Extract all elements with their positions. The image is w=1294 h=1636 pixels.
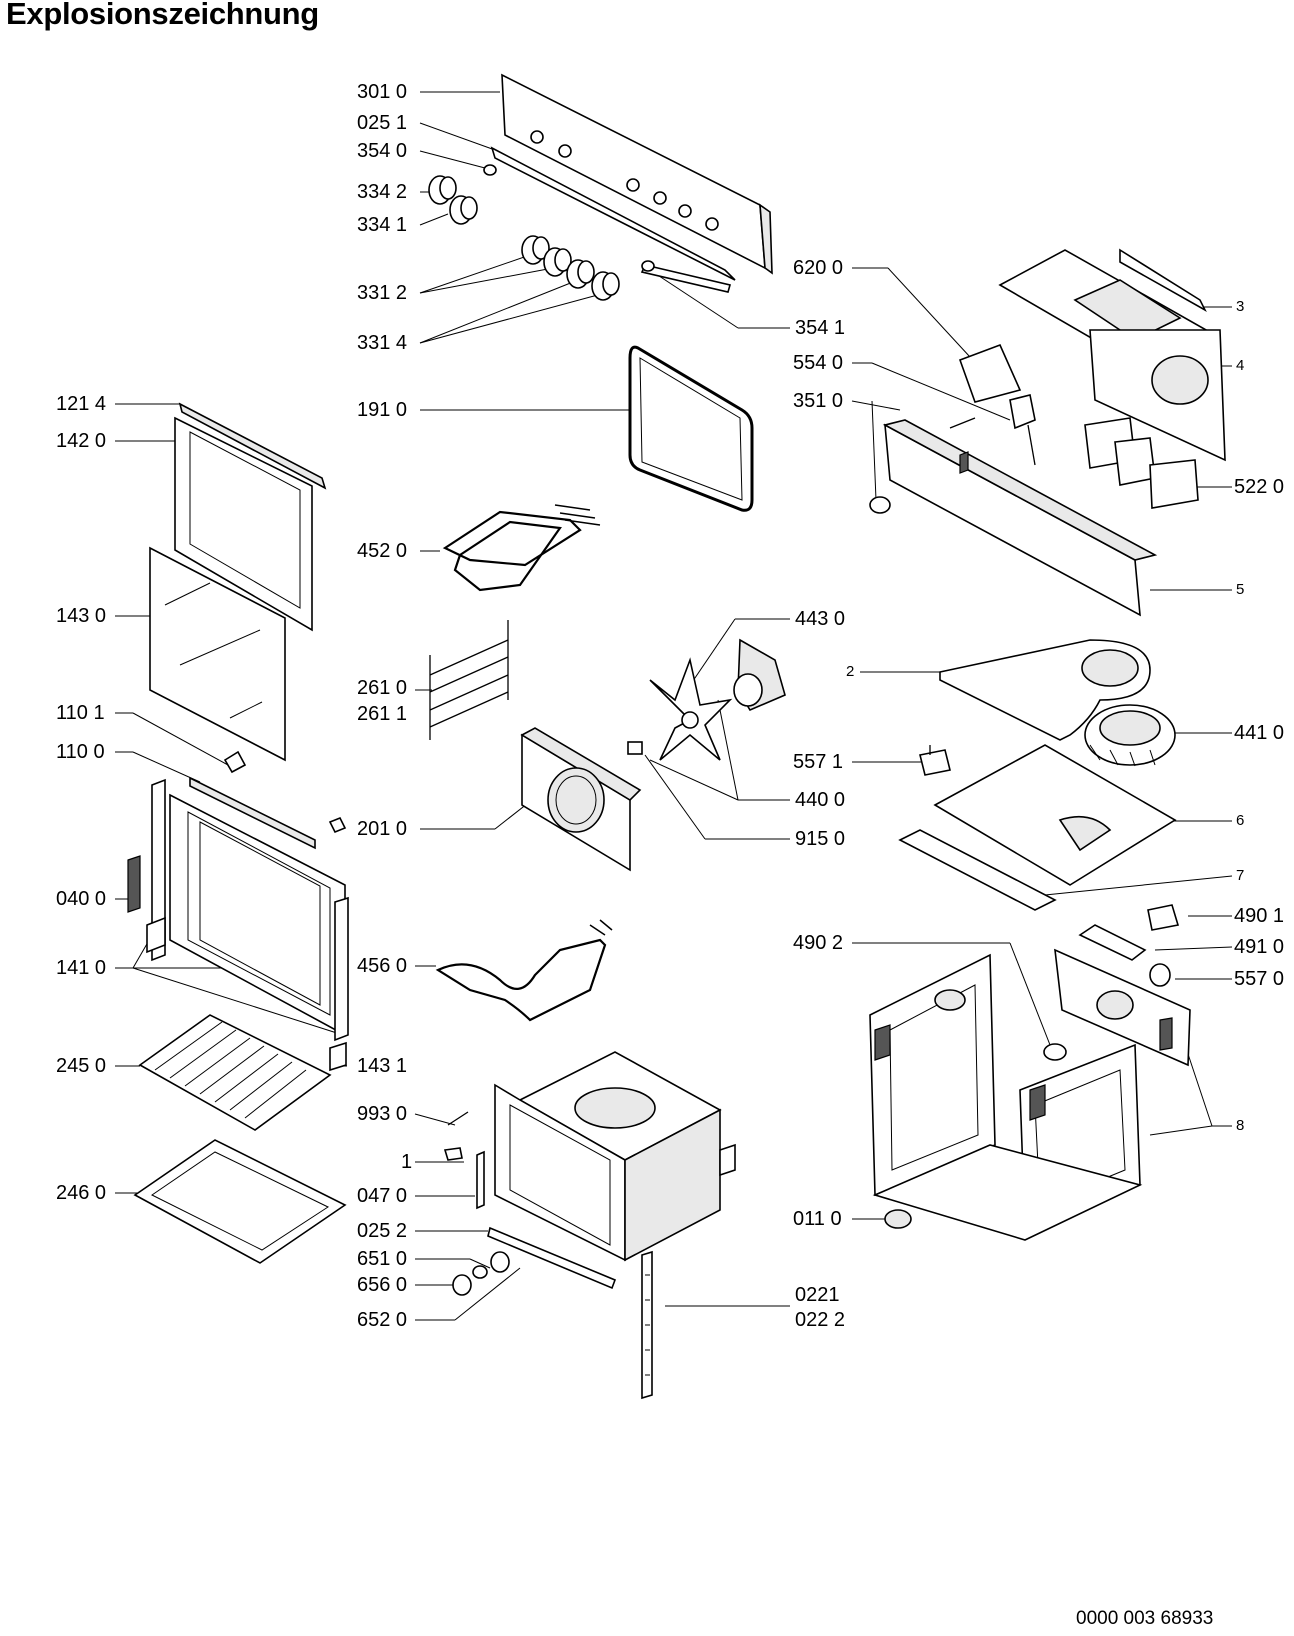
part-label-110-0: 110 0 bbox=[56, 741, 105, 763]
part-label-5: 5 bbox=[1236, 581, 1245, 598]
part-label-452-0: 452 0 bbox=[357, 540, 408, 562]
part-label-6: 6 bbox=[1236, 812, 1245, 829]
part-label-331-2: 331 2 bbox=[357, 282, 408, 304]
part-label-121-4: 121 4 bbox=[56, 393, 107, 415]
door-gasket-part bbox=[628, 345, 754, 512]
fascia-frame-part bbox=[869, 417, 1158, 617]
part-label-652-0: 652 0 bbox=[357, 1309, 408, 1331]
shelf-guides-part bbox=[429, 620, 509, 740]
part-label-2: 2 bbox=[846, 663, 855, 680]
part-label-554-0: 554 0 bbox=[793, 352, 844, 374]
part-label-443-0: 443 0 bbox=[795, 608, 846, 630]
part-label-557-1: 557 1 bbox=[793, 751, 844, 773]
part-label-440-0: 440 0 bbox=[795, 789, 846, 811]
part-label-261-0: 261 0 bbox=[357, 677, 408, 699]
part-label-354-1: 354 1 bbox=[795, 317, 846, 339]
base-plate-part bbox=[933, 744, 1177, 886]
part-label-201-0: 201 0 bbox=[357, 818, 408, 840]
part-label-191-0: 191 0 bbox=[357, 399, 408, 421]
fan-motor-part bbox=[627, 638, 786, 761]
part-label-620-0: 620 0 bbox=[793, 257, 844, 279]
hinge-parts bbox=[223, 750, 347, 834]
page-title: Explosionszeichnung bbox=[6, 0, 319, 31]
part-label-025-1: 025 1 bbox=[357, 112, 408, 134]
top-cover-part bbox=[939, 639, 1151, 741]
part-label-354-0: 354 0 bbox=[357, 140, 408, 162]
fan-cover-part bbox=[520, 727, 642, 872]
leader-lines bbox=[115, 91, 1233, 1321]
door-inner-frame-part bbox=[174, 402, 327, 632]
part-label-7: 7 bbox=[1236, 867, 1245, 884]
door-glass-part bbox=[149, 546, 286, 762]
part-label-011-0: 011 0 bbox=[793, 1208, 842, 1230]
part-label-522-0: 522 0 bbox=[1234, 476, 1285, 498]
knobs-part bbox=[428, 164, 655, 301]
part-label-331-4: 331 4 bbox=[357, 332, 408, 354]
part-label-0221: 0221 bbox=[795, 1284, 840, 1306]
oven-cavity-part bbox=[443, 1051, 736, 1400]
part-label-025-2: 025 2 bbox=[357, 1220, 408, 1242]
small-parts bbox=[884, 1043, 1067, 1229]
cooling-assembly-part bbox=[998, 248, 1226, 509]
part-label-301-0: 301 0 bbox=[357, 81, 408, 103]
part-label-651-0: 651 0 bbox=[357, 1248, 408, 1270]
part-label-8: 8 bbox=[1236, 1117, 1245, 1134]
terminal-block-part bbox=[1078, 904, 1180, 987]
front-trim-part bbox=[898, 829, 1057, 911]
part-label-557-0: 557 0 bbox=[1234, 968, 1285, 990]
part-label-490-2: 490 2 bbox=[793, 932, 844, 954]
part-label-246-0: 246 0 bbox=[56, 1182, 107, 1204]
thermostat-part bbox=[919, 745, 951, 776]
part-label-1: 1 bbox=[401, 1151, 413, 1173]
part-label-334-2: 334 2 bbox=[357, 181, 408, 203]
part-label-141-0: 141 0 bbox=[56, 957, 107, 979]
outer-housing-part bbox=[869, 953, 1143, 1241]
part-label-915-0: 915 0 bbox=[795, 828, 846, 850]
part-label-245-0: 245 0 bbox=[56, 1055, 107, 1077]
fan-motor-cover-part bbox=[1084, 704, 1176, 767]
part-label-441-0: 441 0 bbox=[1234, 722, 1285, 744]
part-label-4: 4 bbox=[1236, 357, 1245, 374]
back-panel-part bbox=[1054, 948, 1191, 1067]
document-number: 0000 003 68933 bbox=[1076, 1608, 1214, 1629]
part-label-456-0: 456 0 bbox=[357, 955, 408, 977]
outer-door-part bbox=[127, 776, 349, 1072]
part-label-143-1: 143 1 bbox=[357, 1055, 408, 1077]
part-label-334-1: 334 1 bbox=[357, 214, 408, 236]
part-label-040-0: 040 0 bbox=[56, 888, 107, 910]
part-label-3: 3 bbox=[1236, 298, 1245, 315]
lamp-parts bbox=[452, 1251, 510, 1296]
heating-element-part bbox=[435, 504, 613, 1022]
part-label-143-0: 143 0 bbox=[56, 605, 107, 627]
part-label-491-0: 491 0 bbox=[1234, 936, 1285, 958]
part-label-261-1: 261 1 bbox=[357, 703, 408, 725]
part-label-022-2: 022 2 bbox=[795, 1309, 846, 1331]
part-label-110-1: 110 1 bbox=[56, 702, 105, 724]
oven-rack-part bbox=[138, 1014, 332, 1131]
control-module-part bbox=[958, 343, 1036, 466]
baking-tray-part bbox=[133, 1139, 347, 1264]
part-label-490-1: 490 1 bbox=[1234, 905, 1285, 927]
part-label-351-0: 351 0 bbox=[793, 390, 844, 412]
part-label-993-0: 993 0 bbox=[357, 1103, 408, 1125]
part-label-142-0: 142 0 bbox=[56, 430, 107, 452]
part-label-047-0: 047 0 bbox=[357, 1185, 408, 1207]
control-panel-part bbox=[490, 73, 773, 293]
part-label-656-0: 656 0 bbox=[357, 1274, 408, 1296]
